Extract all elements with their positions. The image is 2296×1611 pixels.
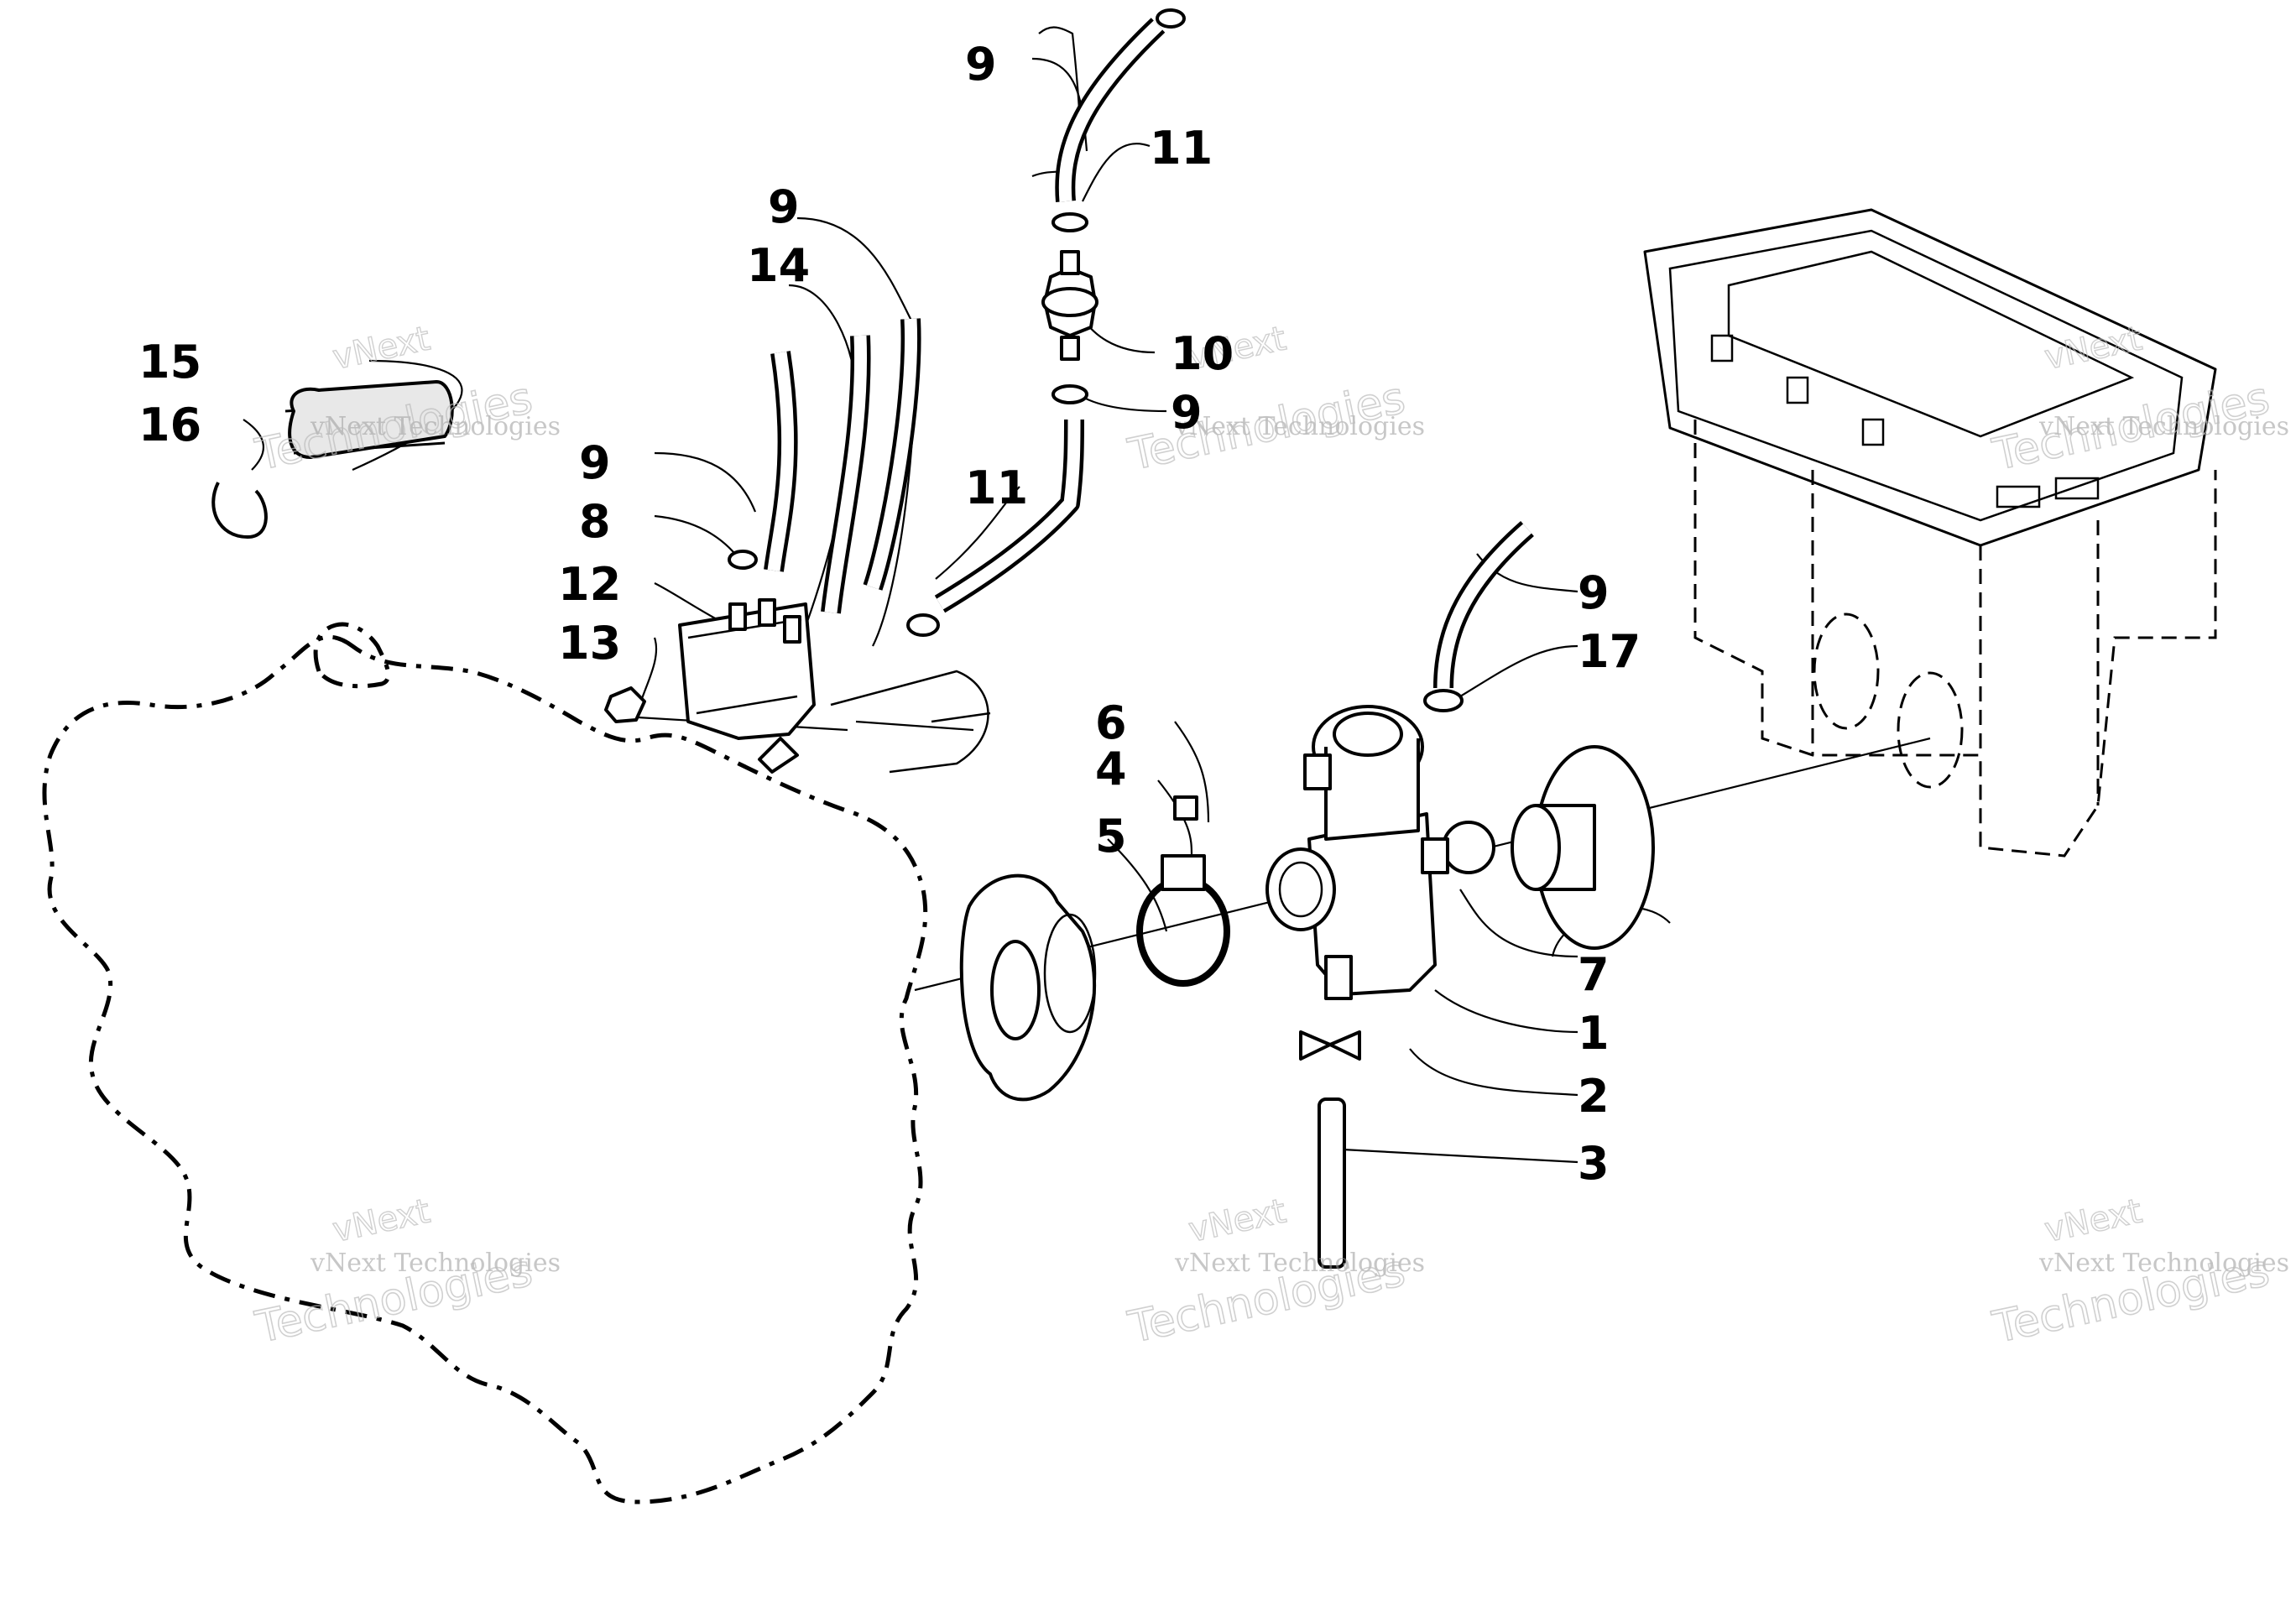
callout-9: 9 [965, 38, 997, 91]
callout-2: 2 [1578, 1070, 1610, 1123]
callout-6: 6 [1095, 696, 1127, 749]
callout-4: 4 [1095, 743, 1127, 795]
callout-13: 13 [558, 617, 621, 670]
engine-outline [42, 622, 928, 1504]
watermark-line1: vNext [2042, 1191, 2146, 1249]
callout-15: 15 [138, 336, 201, 388]
fuel-hoses [764, 18, 1534, 689]
callout-9: 9 [1578, 566, 1610, 619]
intake-boot [1511, 745, 1655, 950]
watermark-line2: vNext Technologies [1174, 1249, 1425, 1278]
watermark-line1: vNext [330, 1191, 434, 1249]
watermark-line3: Technologies [1124, 373, 1409, 481]
callout-8: 8 [579, 495, 611, 548]
callout-14: 14 [747, 239, 810, 292]
vent-tube [1318, 1097, 1346, 1269]
callout-16: 16 [138, 399, 201, 451]
intake-flange [959, 873, 1097, 1102]
callout-9: 9 [1171, 386, 1203, 439]
fuel-filter [1041, 250, 1098, 361]
watermark-line1: vNext [330, 319, 434, 377]
hose-clamps [728, 8, 1464, 1061]
spring-and-band [211, 380, 454, 539]
callout-10: 10 [1171, 327, 1234, 380]
watermark-line2: vNext Technologies [1174, 412, 1425, 441]
airbox-outline [1643, 208, 2217, 858]
watermark-line2: vNext Technologies [2038, 412, 2289, 441]
callout-12: 12 [558, 558, 621, 611]
callout-17: 17 [1578, 625, 1641, 678]
watermark-line1: vNext [1186, 1191, 1290, 1249]
callout-1: 1 [1578, 1007, 1610, 1060]
watermark-line2: vNext Technologies [310, 1249, 561, 1278]
callout-11: 11 [965, 461, 1028, 514]
fuel-pump [604, 598, 991, 774]
callout-3: 3 [1578, 1137, 1610, 1190]
callout-labels: 1 2 3 4 5 6 7 8 9 9 9 9 9 10 11 11 12 13… [138, 38, 1641, 1190]
watermark-line2: vNext Technologies [310, 412, 561, 441]
callout-11: 11 [1150, 122, 1213, 175]
callout-5: 5 [1095, 810, 1127, 863]
callout-9: 9 [768, 180, 800, 233]
callout-9: 9 [579, 436, 611, 489]
watermark-line2: vNext Technologies [2038, 1249, 2289, 1278]
band-clamp [1136, 795, 1230, 987]
callout-7: 7 [1578, 948, 1610, 1001]
carburetor [1265, 705, 1495, 1000]
